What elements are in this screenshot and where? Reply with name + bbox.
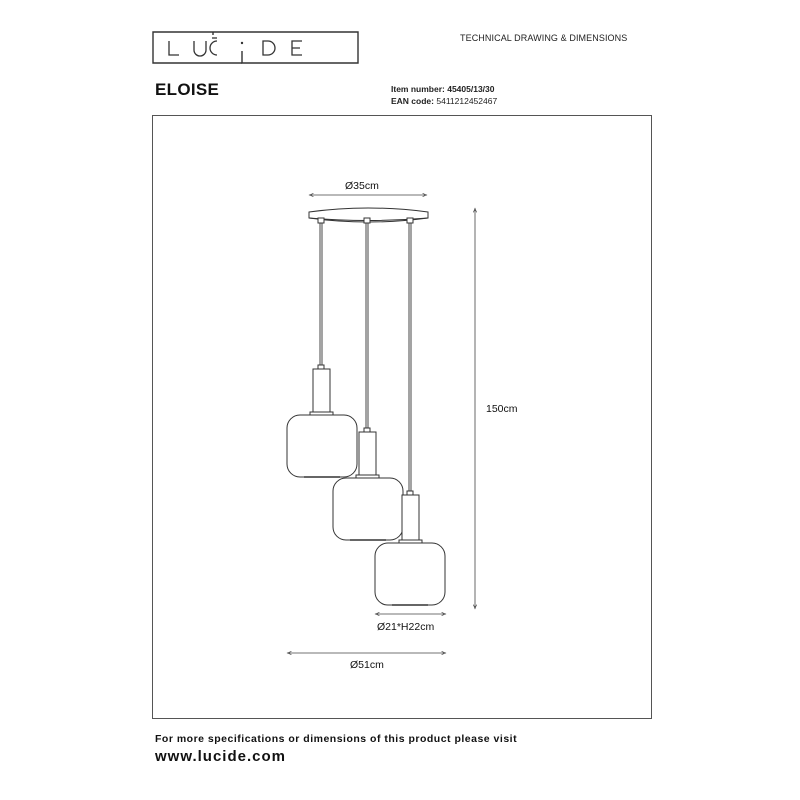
item-number-row: Item number: 45405/13/30 (391, 83, 497, 95)
canopy-diameter-label: Ø35cm (345, 180, 379, 192)
lucide-logo (152, 31, 359, 64)
lucide-logo-mark (152, 31, 359, 64)
total-diameter-label: Ø51cm (350, 659, 384, 671)
item-number-value: 45405/13/30 (447, 84, 495, 94)
item-number-label: Item number: (391, 84, 445, 94)
total-height-label: 150cm (486, 403, 518, 415)
product-meta: Item number: 45405/13/30 EAN code: 54112… (391, 83, 497, 107)
product-name: ELOISE (155, 80, 220, 99)
drawing-frame (152, 115, 652, 719)
document-type-label: TECHNICAL DRAWING & DIMENSIONS (460, 33, 628, 43)
ean-value: 5411212452467 (436, 96, 498, 106)
ean-label: EAN code: (391, 96, 434, 106)
footer-info-text: For more specifications or dimensions of… (155, 733, 518, 745)
shade-size-label: Ø21*H22cm (377, 621, 435, 633)
ean-row: EAN code: 5411212452467 (391, 95, 497, 107)
website-link[interactable]: www.lucide.com (155, 748, 286, 765)
